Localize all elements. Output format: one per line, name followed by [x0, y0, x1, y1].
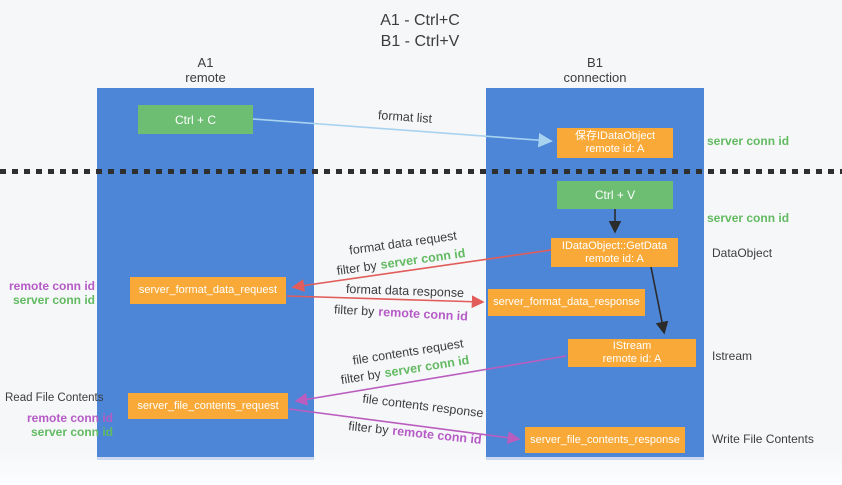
node-ctrl-c: Ctrl + C	[138, 105, 253, 134]
getdata-line2: remote id: A	[585, 252, 644, 265]
lane-b-subtitle: connection	[563, 70, 627, 85]
node-idataobject-getdata: IDataObject::GetData remote id: A	[551, 238, 678, 267]
node-save-idataobject: 保存IDataObject remote id: A	[557, 128, 673, 158]
file-request-label: server_file_contents_request	[137, 399, 279, 412]
remote-conn-id-label: remote conn id	[26, 411, 113, 425]
istream-line1: IStream	[612, 340, 652, 352]
filter-by-text: filter by	[339, 366, 382, 388]
ctrl-v-label: Ctrl + V	[594, 188, 636, 202]
lane-a-header: A1 remote	[97, 55, 314, 85]
edge-label-format-data-response: format data response	[345, 281, 465, 301]
save-idataobject-line2: remote id: A	[585, 143, 645, 155]
server-conn-id-label: server conn id	[12, 293, 95, 307]
lane-b-header: B1 connection	[486, 55, 704, 85]
server-conn-id-label-mid: server conn id	[707, 211, 790, 225]
lane-a-subtitle: remote	[185, 70, 226, 85]
phase-divider-dashed-line	[0, 169, 842, 174]
istream-line2: remote id: A	[602, 353, 662, 365]
filter-by-text: filter by	[335, 258, 378, 278]
title-line-b1: B1 - Ctrl+V	[380, 33, 460, 50]
lane-b-name: B1	[587, 55, 603, 70]
lane-a-name: A1	[197, 55, 214, 70]
ctrl-c-label: Ctrl + C	[174, 112, 216, 127]
istream-side-label: Istream	[712, 349, 753, 363]
save-idataobject-line1: 保存IDataObject	[574, 130, 656, 142]
filter-by-text: filter by	[333, 302, 375, 319]
conn-id-group-format: remote conn id server conn id	[0, 279, 95, 307]
file-response-label: server_file_contents_response	[530, 433, 680, 446]
node-istream: IStream remote id: A	[568, 339, 696, 367]
write-file-contents-label: Write File Contents	[712, 432, 814, 446]
format-response-label: server_format_data_response	[493, 296, 640, 308]
edge-label-format-list: format list	[377, 108, 433, 126]
filter-by-text: filter by	[347, 419, 390, 438]
conn-id-group-file: remote conn id server conn id	[0, 411, 113, 439]
node-server-file-contents-request: server_file_contents_request	[128, 393, 288, 419]
title-line-a1: A1 - Ctrl+C	[380, 12, 460, 29]
server-conn-id-label-top: server conn id	[707, 134, 790, 148]
diagram-title: A1 - Ctrl+C B1 - Ctrl+V	[300, 10, 540, 52]
node-ctrl-v: Ctrl + V	[557, 181, 673, 209]
server-conn-id-label: server conn id	[30, 425, 113, 439]
format-request-label: server_format_data_request	[138, 284, 278, 296]
getdata-line1: IDataObject::GetData	[561, 239, 668, 252]
remote-conn-id-label: remote conn id	[8, 279, 95, 293]
remote-conn-id-text: remote conn id	[378, 304, 469, 324]
dataobject-label: DataObject	[712, 246, 773, 260]
remote-conn-id-text: remote conn id	[391, 423, 483, 447]
node-server-format-data-request: server_format_data_request	[130, 277, 286, 304]
node-server-format-data-response: server_format_data_response	[488, 289, 645, 316]
read-file-contents-label: Read File Contents	[5, 392, 104, 404]
node-server-file-contents-response: server_file_contents_response	[525, 427, 685, 453]
